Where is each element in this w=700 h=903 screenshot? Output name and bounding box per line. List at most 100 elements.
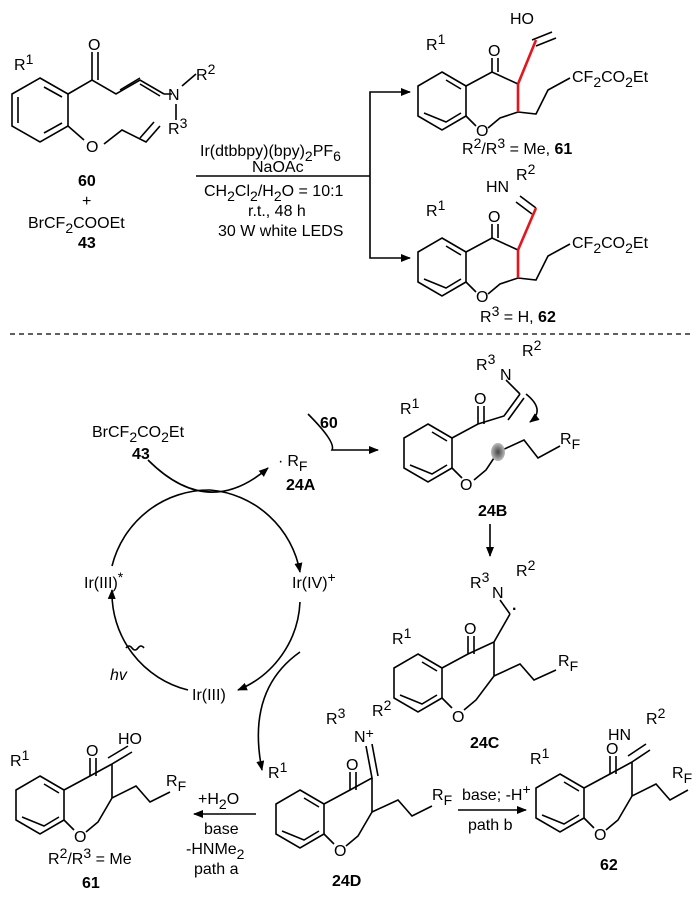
intermediate-24C-structure — [393, 599, 557, 713]
p62-HN: HN — [486, 179, 509, 196]
i24C-carbonyl-O: O — [464, 621, 476, 638]
i24D-R3: R3 — [326, 705, 346, 728]
i24B-carbonyl-O: O — [474, 391, 486, 408]
m61-label: 61 — [82, 875, 100, 892]
c60-R2: R2 — [196, 61, 216, 84]
m61-HO: HO — [118, 731, 142, 748]
compound-60-label: 60 — [78, 173, 96, 190]
i24D-R2: R2 — [372, 697, 392, 720]
i24B-R1: R1 — [400, 395, 420, 418]
i24D-N: N+ — [354, 725, 374, 746]
ir3-ground: Ir(III) — [192, 687, 226, 704]
fork-arrow-upper — [369, 88, 411, 176]
radical-addition-arrow — [307, 413, 379, 454]
hv-label: hv — [110, 667, 128, 684]
path-a-amine: -HNMe2 — [186, 841, 245, 862]
ir3-to-24D-arrow — [256, 651, 301, 771]
path-b-label: path b — [468, 817, 513, 834]
m62-HN: HN — [608, 727, 631, 744]
i24C-N: N — [492, 585, 504, 602]
reagent-43-label: 43 — [78, 235, 96, 252]
p62-side-chain: CF2CO2Et — [572, 235, 649, 256]
m61-substituent-note: R2/R3 = Me — [48, 845, 132, 868]
path-a-base: base — [204, 821, 239, 838]
p61-HO: HO — [510, 11, 534, 28]
light-squiggle — [125, 645, 145, 651]
i24D-ring-O: O — [334, 843, 346, 860]
c60-carbonyl-O: O — [88, 37, 100, 54]
p62-ring-O: O — [476, 289, 488, 306]
p61-carbonyl-O: O — [488, 43, 500, 60]
intermediate-24D-label: 24D — [332, 873, 361, 890]
product-61-structure — [417, 31, 571, 131]
c60-ether-O: O — [86, 139, 98, 156]
highlight-bond-a — [516, 39, 538, 85]
compound-60-structure — [11, 52, 197, 145]
intermediate-24D-structure — [275, 743, 433, 849]
fork-arrow-lower — [369, 176, 411, 262]
i24B-RF: RF — [560, 431, 580, 452]
p62-R2: R2 — [516, 161, 536, 184]
sm60-label-mech: 60 — [320, 415, 338, 432]
radical-shading — [491, 443, 505, 461]
m62-R2: R2 — [646, 705, 666, 728]
i24C-R2: R2 — [516, 557, 536, 580]
m61-carbonyl-O: O — [86, 743, 98, 760]
path-a-label: path a — [194, 861, 239, 878]
radical-24A: ·RF — [278, 453, 307, 474]
p62-substituent-note: R3 = H, 62 — [480, 303, 556, 326]
path-b-base: base; -H+ — [462, 781, 531, 804]
m62-RF: RF — [672, 765, 692, 786]
path-a-water: +H2O — [198, 791, 239, 812]
i24B-ring-O: O — [460, 477, 472, 494]
i24D-R1: R1 — [268, 759, 288, 782]
i24C-RF: RF — [558, 653, 578, 674]
p61-substituent-note: R2/R3 = Me, 61 — [462, 135, 572, 158]
ir3-excited: Ir(III)* — [84, 569, 124, 592]
m62-carbonyl-O: O — [606, 741, 618, 758]
c60-R1: R1 — [14, 51, 34, 74]
condition-catalyst: Ir(dtbbpy)(bpy)2PF6 — [200, 143, 341, 164]
product-62-structure — [417, 195, 571, 297]
p62-carbonyl-O: O — [488, 209, 500, 226]
mech-reagent-43-formula: BrCF2CO2Et — [92, 424, 185, 445]
mech-reagent-43-label: 43 — [132, 446, 150, 463]
condition-base: NaOAc — [252, 159, 304, 176]
m62-R1: R1 — [530, 745, 550, 768]
ir4-cation: Ir(IV)+ — [292, 569, 336, 592]
i24B-R2: R2 — [522, 337, 542, 360]
condition-light: 30 W white LEDS — [218, 223, 343, 240]
intermediate-24B-label: 24B — [478, 503, 507, 520]
radical-24A-label: 24A — [286, 477, 316, 494]
m61-RF: RF — [166, 773, 186, 794]
c60-R3: R3 — [168, 115, 188, 138]
mech-product-61-structure — [15, 745, 171, 835]
intermediate-24B-structure — [403, 379, 561, 483]
p61-side-chain: CF2CO2Et — [572, 69, 649, 90]
m62-ring-O: O — [594, 827, 606, 844]
p62-R1: R1 — [426, 197, 446, 220]
p61-ring-O: O — [476, 123, 488, 140]
m61-R1: R1 — [10, 747, 30, 770]
highlight-bond-c — [516, 207, 538, 251]
condition-time: r.t., 48 h — [248, 203, 306, 220]
i24D-carbonyl-O: O — [346, 757, 358, 774]
cycle-arc-left — [107, 589, 189, 691]
i24B-R3: R3 — [476, 351, 496, 374]
i24C-radical-dot: · — [512, 601, 517, 618]
i24C-R3: R3 — [470, 569, 490, 592]
cycle-arc-right — [209, 489, 303, 573]
i24D-RF: RF — [432, 787, 452, 808]
m61-ring-O: O — [74, 829, 86, 846]
plus-sign: + — [82, 193, 91, 210]
condition-solvent: CH2Cl2/H2O = 10:1 — [204, 183, 344, 204]
i24C-R1: R1 — [392, 625, 412, 648]
reagent-to-radical-arc — [147, 459, 269, 493]
i24C-ring-O: O — [452, 709, 464, 726]
cycle-arc-bottom — [237, 601, 301, 691]
reagent-43-formula: BrCF2COOEt — [28, 215, 125, 236]
c60-N: N — [168, 87, 180, 104]
m62-label: 62 — [600, 857, 618, 874]
cycle-arc-top-left — [111, 489, 211, 567]
